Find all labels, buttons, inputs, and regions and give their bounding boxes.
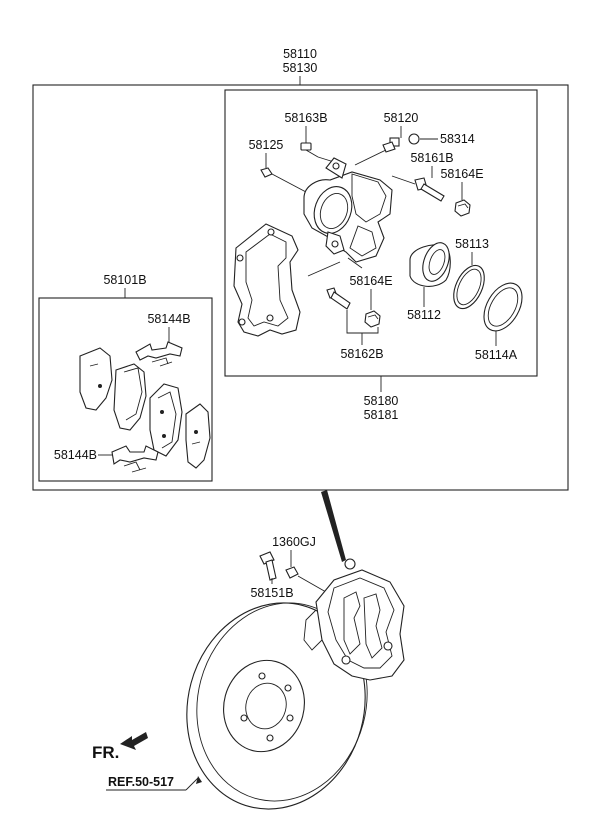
label-58163b: 58163B xyxy=(284,111,327,125)
label-58113: 58113 xyxy=(455,237,489,251)
label-58164e-mid: 58164E xyxy=(349,274,392,288)
caliper-body-part xyxy=(303,157,393,269)
label-58130: 58130 xyxy=(283,61,318,75)
label-58314: 58314 xyxy=(440,132,475,146)
label-front: FR. xyxy=(92,743,119,762)
label-1360gj: 1360GJ xyxy=(272,535,316,549)
clip-58144b-top-part xyxy=(135,341,183,367)
main-assembly-frame xyxy=(32,84,569,491)
label-58180: 58180 xyxy=(364,394,399,408)
label-58110: 58110 xyxy=(283,47,317,61)
label-reference: REF.50-517 xyxy=(108,775,174,789)
brake-pad-inner-part xyxy=(185,403,211,469)
pad-kit-frame xyxy=(38,297,213,482)
reference-arrow-icon xyxy=(196,776,202,784)
leader-reference xyxy=(185,777,199,791)
label-58181: 58181 xyxy=(364,408,399,422)
brake-pad-outer-part xyxy=(79,347,113,411)
brake-pad-b-part xyxy=(149,383,183,457)
label-58120: 58120 xyxy=(384,111,419,125)
label-58101b: 58101B xyxy=(103,273,146,287)
leader-pin-to-caliper xyxy=(391,175,416,185)
bleeder-58120-part xyxy=(382,137,400,153)
label-58164e-top: 58164E xyxy=(440,167,483,181)
bolt-58163b-part xyxy=(300,142,319,158)
cap-58314-part xyxy=(408,133,420,145)
label-58151b: 58151B xyxy=(250,586,293,600)
clip-58144b-bottom-part xyxy=(111,445,159,473)
label-58144b-bottom: 58144B xyxy=(54,448,97,462)
pin-bolt-part xyxy=(326,287,351,310)
cap-58125-part xyxy=(260,167,273,178)
seal-58113-part xyxy=(453,264,485,310)
pointer-wedge xyxy=(321,490,346,562)
boot-58114a-part xyxy=(483,282,523,332)
brake-pad-a-part xyxy=(113,363,147,431)
label-58125: 58125 xyxy=(249,138,284,152)
leader-bleeder-to-caliper xyxy=(354,149,387,166)
label-58114a: 58114A xyxy=(475,348,518,362)
leader-bolts-to-caliper xyxy=(297,575,327,593)
boot-58164e-top-part xyxy=(454,199,471,217)
leader-bracket-to-caliper xyxy=(307,261,341,277)
label-58144b-top: 58144B xyxy=(147,312,190,326)
label-58162b: 58162B xyxy=(340,347,383,361)
mount-bolt-58151b-part xyxy=(259,551,277,581)
label-58112: 58112 xyxy=(407,308,441,322)
leader-cap-to-caliper xyxy=(271,173,307,193)
leader-58162b xyxy=(346,310,379,345)
front-arrow-icon xyxy=(120,732,148,750)
boot-58164e-mid-part xyxy=(364,310,381,328)
washer-1360gj-part xyxy=(285,566,299,579)
caliper-bracket-part xyxy=(233,223,301,337)
brake-disc-part xyxy=(186,602,368,810)
assembled-caliper-part xyxy=(303,558,405,681)
label-58161b: 58161B xyxy=(410,151,453,165)
piston-58112-part xyxy=(409,242,451,287)
guide-pin-58161b-part xyxy=(414,177,445,202)
